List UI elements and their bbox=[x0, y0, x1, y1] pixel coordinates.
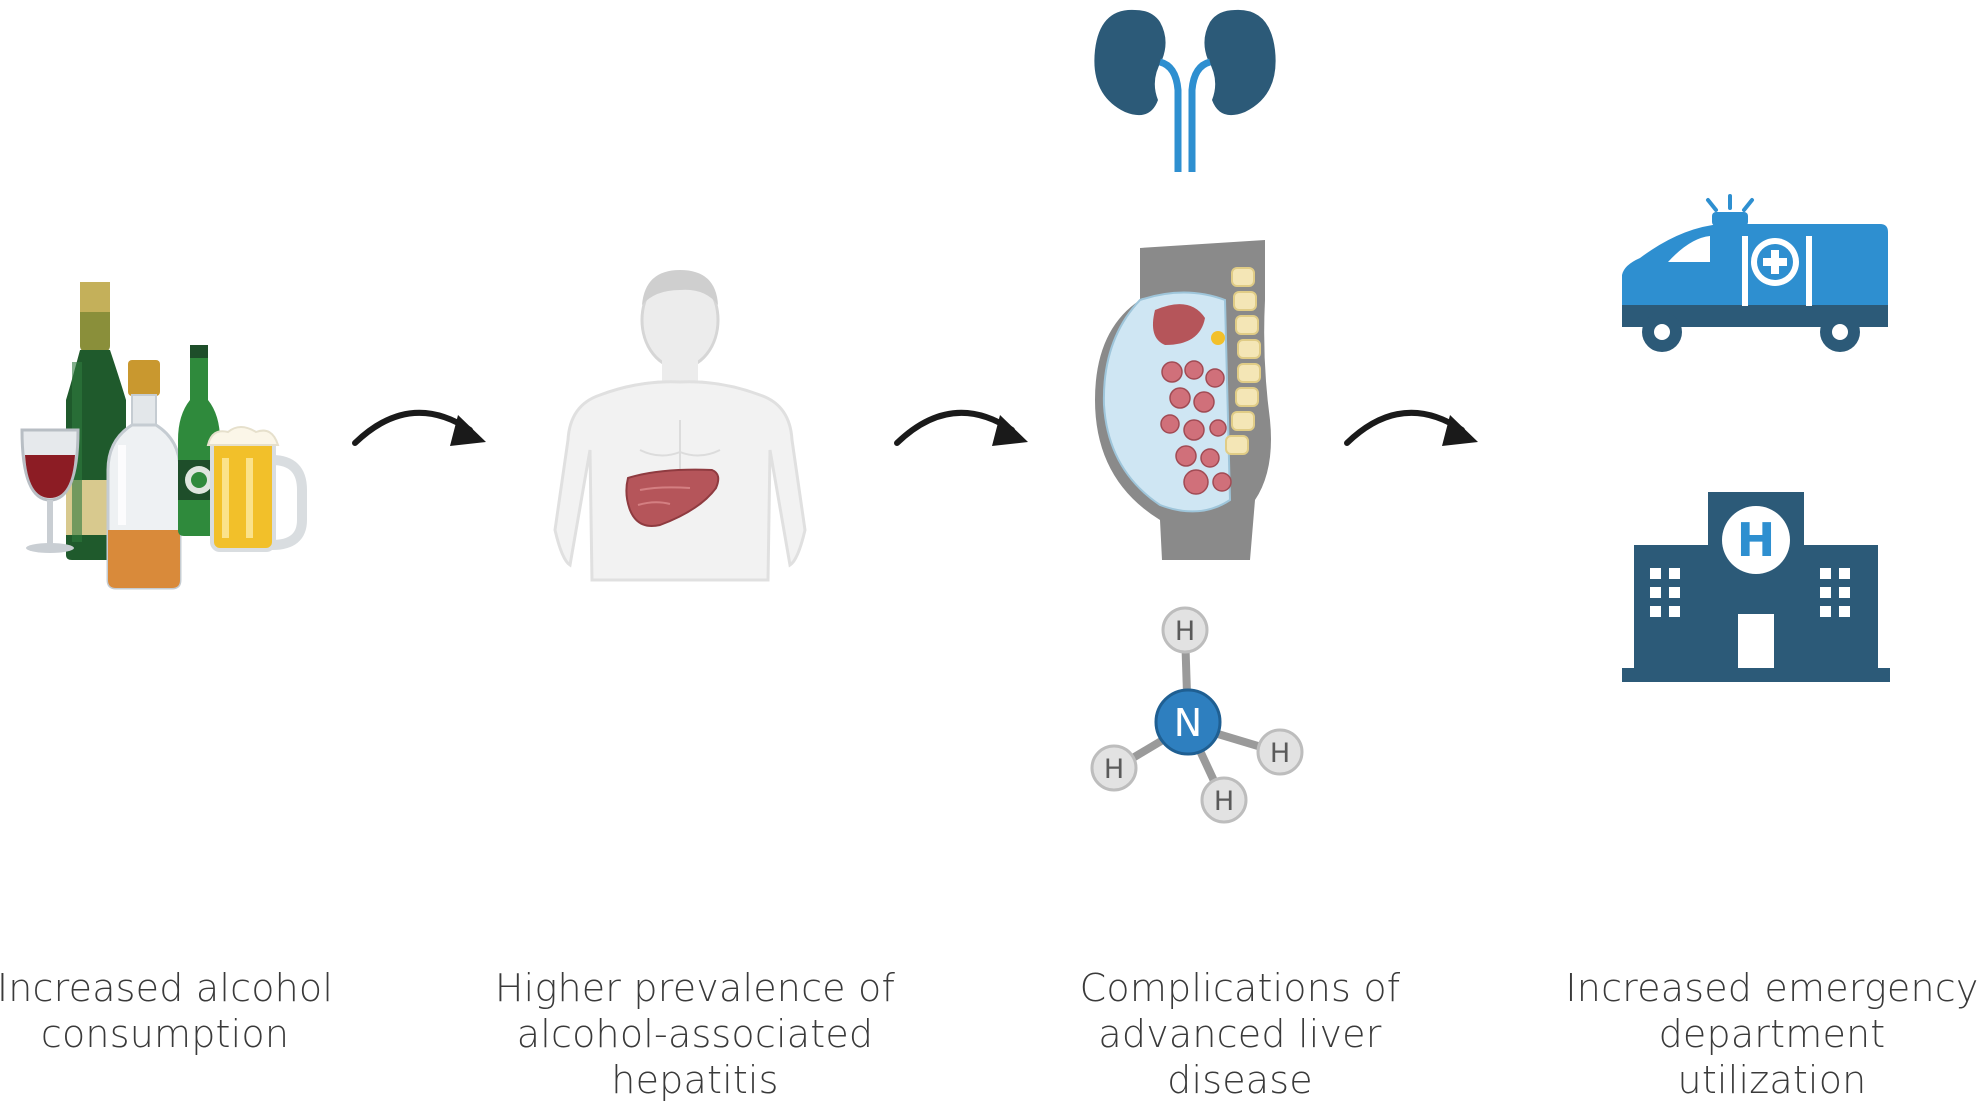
ascites-abdomen-icon bbox=[1095, 240, 1271, 560]
caption-line: Increased emergency bbox=[1565, 966, 1979, 1010]
kidneys-icon bbox=[1094, 9, 1276, 172]
caption-line: consumption bbox=[40, 1012, 290, 1056]
caption-line: advanced liver disease bbox=[1098, 1012, 1382, 1102]
caption-emergency: Increased emergency department utilizati… bbox=[1562, 965, 1982, 1103]
caption-line: department utilization bbox=[1658, 1012, 1886, 1102]
caption-line: alcohol-associated bbox=[516, 1012, 874, 1056]
flow-arrow-1 bbox=[352, 409, 486, 446]
svg-text:H: H bbox=[1104, 754, 1124, 785]
nitrogen-atom: N bbox=[1154, 688, 1222, 756]
caption-alcohol: Increased alcohol consumption bbox=[0, 965, 375, 1057]
caption-line: Complications of bbox=[1079, 966, 1401, 1010]
beer-mug-icon bbox=[206, 426, 307, 552]
ambulance-icon bbox=[1622, 194, 1888, 352]
caption-complications: Complications of advanced liver disease bbox=[1030, 965, 1450, 1103]
hospital-sign: H bbox=[1737, 513, 1776, 567]
svg-text:N: N bbox=[1174, 701, 1202, 745]
hydrogen-atom-left: H bbox=[1090, 744, 1138, 792]
alcohol-bottles-icon bbox=[20, 282, 307, 590]
human-liver-icon bbox=[553, 270, 807, 582]
flow-arrow-3 bbox=[1344, 409, 1478, 446]
hydrogen-atom-right: H bbox=[1256, 728, 1304, 776]
caption-line: Higher prevalence of bbox=[494, 966, 896, 1010]
hospital-icon: H bbox=[1622, 492, 1890, 682]
hydrogen-atom-bottom: H bbox=[1200, 776, 1248, 824]
caption-line: Increased alcohol bbox=[0, 966, 334, 1010]
svg-text:H: H bbox=[1175, 616, 1195, 647]
vodka-bottle-icon bbox=[106, 360, 182, 590]
wine-glass-icon bbox=[20, 428, 80, 553]
flow-arrow-2 bbox=[894, 409, 1028, 446]
hydrogen-atom-top: H bbox=[1161, 606, 1209, 654]
caption-hepatitis: Higher prevalence of alcohol-associated … bbox=[485, 965, 905, 1103]
ammonia-molecule-icon: H H H H N bbox=[1090, 606, 1304, 824]
svg-text:H: H bbox=[1214, 786, 1234, 817]
svg-text:H: H bbox=[1270, 738, 1290, 769]
caption-line: hepatitis bbox=[611, 1058, 779, 1102]
